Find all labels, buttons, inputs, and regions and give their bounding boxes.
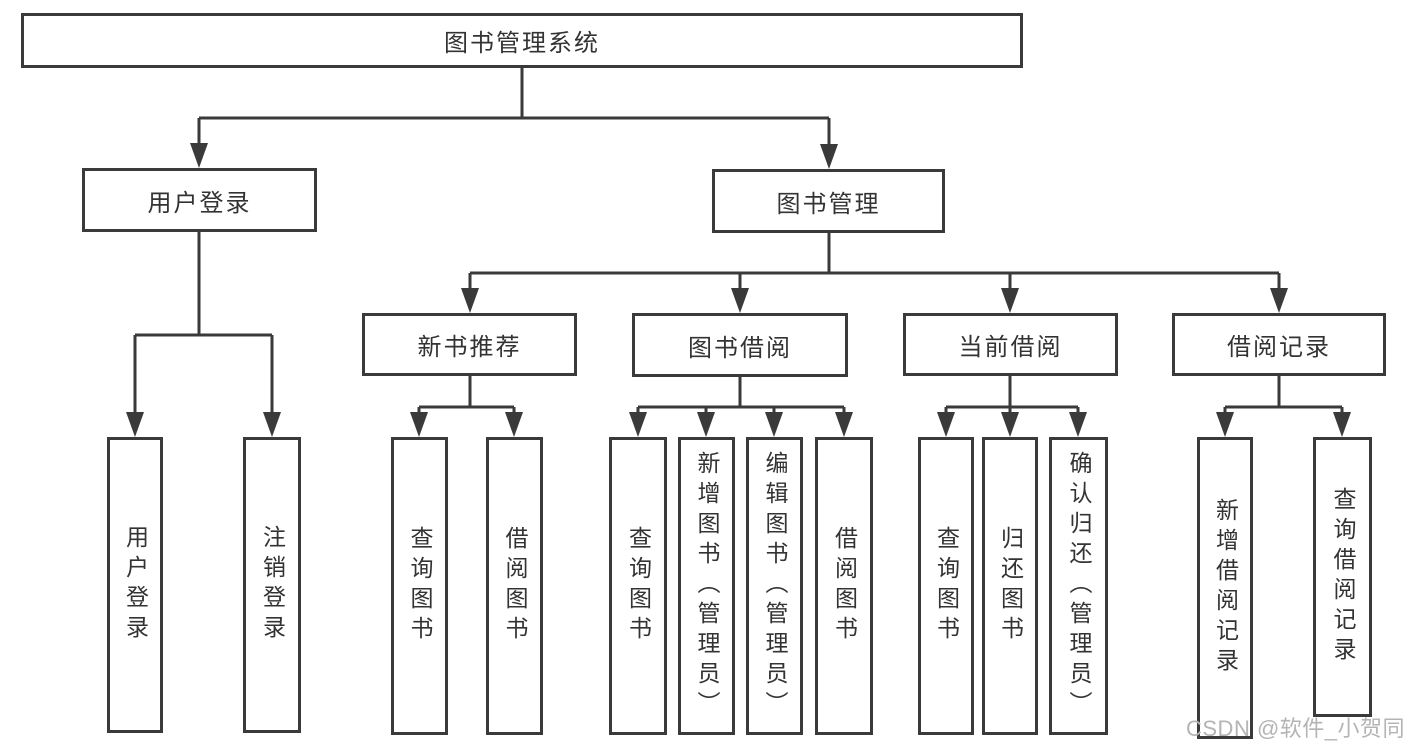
leaf-user-login: 用户登录 [107,437,163,733]
node-current-borrow: 当前借阅 [903,313,1118,376]
node-label: 查询图书 [625,526,652,646]
leaf-query-books-recommend: 查询图书 [391,437,448,735]
node-label: 新增图书（管理员） [694,451,720,721]
node-label: 确认归还（管理员） [1066,451,1092,721]
node-label: 图书借阅 [688,334,792,362]
leaf-add-borrow-record: 新增借阅记录 [1197,437,1253,739]
leaf-query-books-current: 查询图书 [918,437,974,735]
node-book-borrow: 图书借阅 [632,313,848,377]
node-label: 当前借阅 [958,334,1063,361]
node-label: 图书管理系统 [444,30,600,57]
leaf-return-book: 归还图书 [982,437,1038,735]
node-label: 新增借阅记录 [1212,498,1239,678]
node-user-login-group: 用户登录 [82,168,317,232]
node-label: 借阅图书 [502,526,528,646]
watermark: CSDN @软件_小贺同学 [1186,716,1405,741]
node-label: 用户登录 [122,525,149,645]
node-borrow-records: 借阅记录 [1172,313,1386,376]
leaf-confirm-return-admin: 确认归还（管理员） [1049,437,1108,735]
node-label: 注销登录 [259,525,286,645]
leaf-logout: 注销登录 [243,437,301,733]
node-label: 查询图书 [407,526,433,646]
node-label: 用户登录 [147,189,252,217]
leaf-borrow-book: 借阅图书 [815,437,873,735]
node-label: 新书推荐 [417,334,522,361]
node-label: 查询图书 [933,526,960,646]
leaf-add-book-admin: 新增图书（管理员） [678,437,735,735]
node-label: 编辑图书（管理员） [762,451,788,721]
leaf-borrow-books-recommend: 借阅图书 [486,437,543,735]
node-label: 借阅图书 [831,526,858,646]
leaf-edit-book-admin: 编辑图书（管理员） [746,437,803,735]
node-new-book-recommend: 新书推荐 [362,313,577,376]
leaf-query-books-borrow: 查询图书 [609,437,667,735]
leaf-query-borrow-record: 查询借阅记录 [1313,437,1372,717]
node-label: 图书管理 [776,190,881,218]
node-label: 归还图书 [997,526,1024,646]
node-label: 借阅记录 [1227,334,1331,361]
node-library-management-system: 图书管理系统 [21,13,1023,68]
node-book-management: 图书管理 [712,169,945,233]
arrowheads [126,143,1351,437]
node-label: 查询借阅记录 [1330,487,1356,667]
